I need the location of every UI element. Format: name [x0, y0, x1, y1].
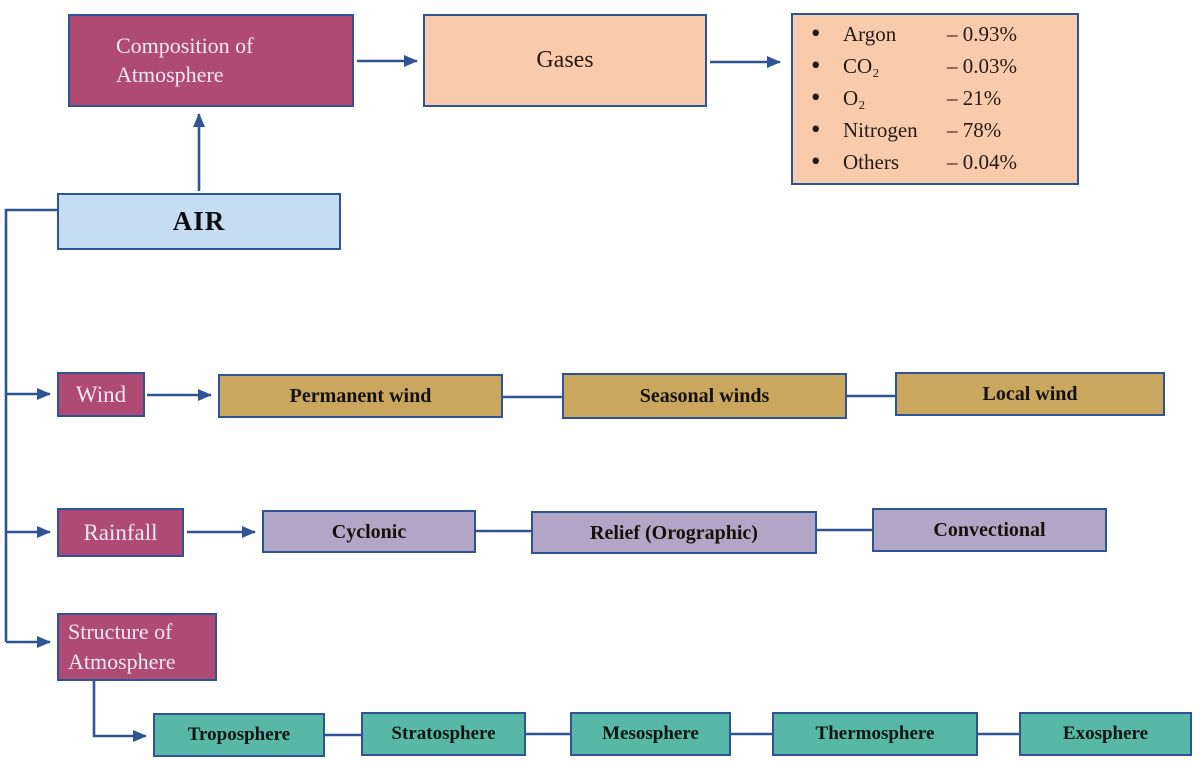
gas-name: Nitrogen: [843, 118, 918, 143]
node-composition-of-atmosphere: Composition of Atmosphere: [68, 14, 354, 107]
node-wind: Wind: [57, 372, 145, 417]
node-relief-orographic: Relief (Orographic): [531, 511, 817, 554]
gas-value: – 0.04%: [947, 150, 1017, 175]
gas-value: – 78%: [947, 118, 1002, 143]
connector-air-trunk: [4, 208, 57, 642]
node-thermosphere: Thermosphere: [772, 712, 978, 756]
gas-row-argon: Argon – 0.93%: [793, 19, 1077, 51]
bullet-icon: [811, 20, 843, 49]
node-stratosphere: Stratosphere: [361, 712, 526, 756]
node-permanent-wind: Permanent wind: [218, 374, 503, 418]
node-structure-of-atmosphere: Structure of Atmosphere: [57, 613, 217, 681]
node-air: AIR: [57, 193, 341, 250]
gas-row-o2: O₂ – 21%: [793, 83, 1077, 115]
gas-row-co2: CO₂ – 0.03%: [793, 51, 1077, 83]
node-gases: Gases: [423, 14, 707, 107]
node-convectional: Convectional: [872, 508, 1107, 552]
gas-name: CO₂: [843, 54, 880, 79]
bullet-icon: [811, 148, 843, 177]
node-mesosphere: Mesosphere: [570, 712, 731, 756]
gas-name: Argon: [843, 22, 897, 47]
gas-row-nitrogen: Nitrogen – 78%: [793, 115, 1077, 147]
node-cyclonic: Cyclonic: [262, 510, 476, 553]
node-seasonal-winds: Seasonal winds: [562, 373, 847, 419]
gas-name: Others: [843, 150, 899, 175]
gas-name: O₂: [843, 86, 866, 111]
gas-value: – 0.93%: [947, 22, 1017, 47]
node-local-wind: Local wind: [895, 372, 1165, 416]
bullet-icon: [811, 84, 843, 113]
node-exosphere: Exosphere: [1019, 712, 1192, 756]
node-troposphere: Troposphere: [153, 713, 325, 757]
gas-value: – 21%: [947, 86, 1002, 111]
bullet-icon: [811, 116, 843, 145]
gas-row-others: Others – 0.04%: [793, 147, 1077, 179]
bullet-icon: [811, 52, 843, 81]
connector-structure-troposphere: [92, 681, 147, 742]
gas-composition-list: Argon – 0.93% CO₂ – 0.03% O₂ – 21% Nitro…: [791, 13, 1079, 185]
gas-value: – 0.03%: [947, 54, 1017, 79]
node-rainfall: Rainfall: [57, 508, 184, 557]
